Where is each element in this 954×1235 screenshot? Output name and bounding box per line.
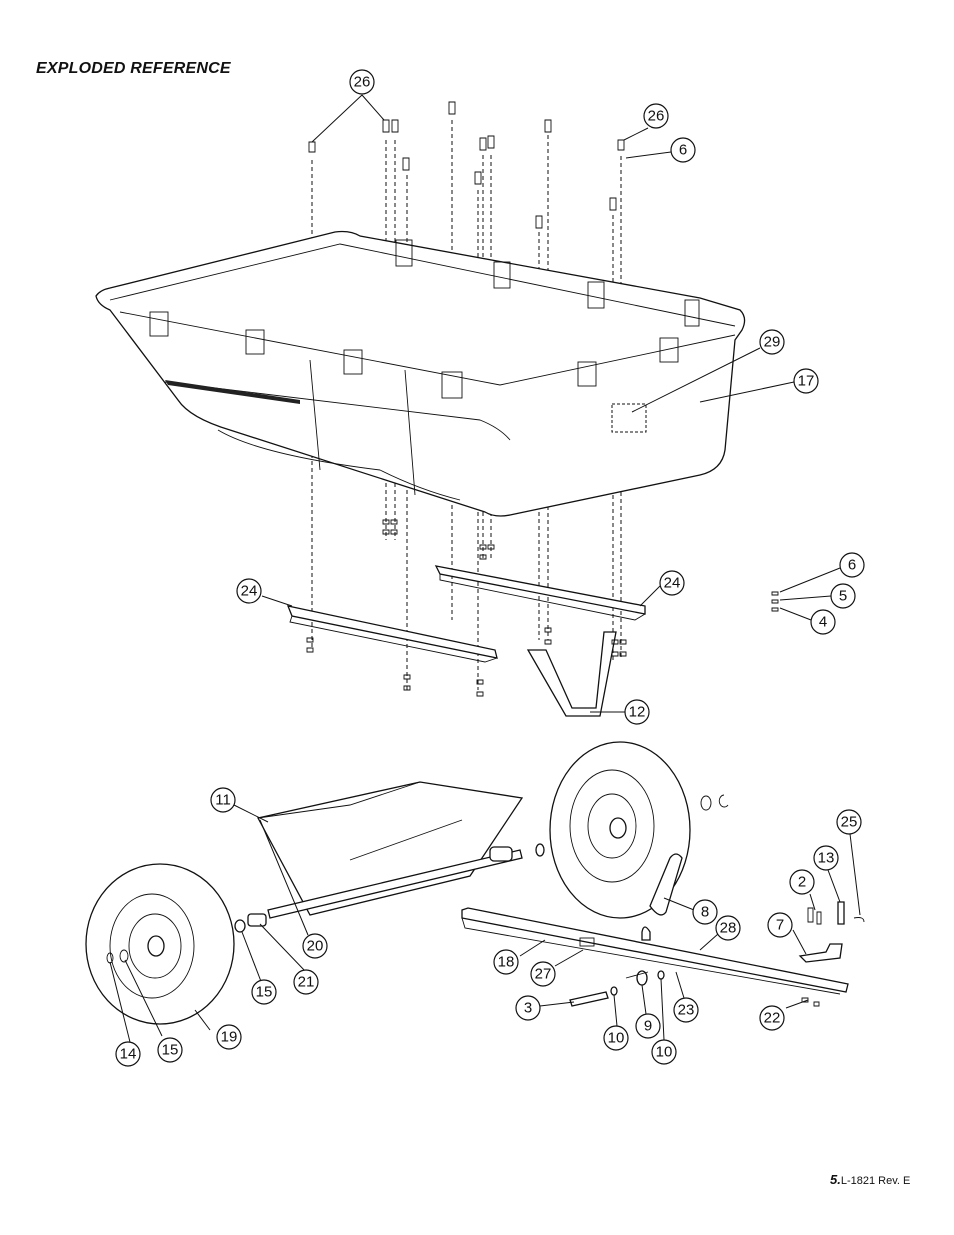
svg-text:19: 19 — [221, 1029, 238, 1046]
callout-20: 20 — [302, 933, 328, 959]
callout-5: 5 — [830, 583, 856, 609]
callouts: 26 26 6 29 17 6 5 4 24 24 12 11 25 13 2 … — [115, 69, 865, 1067]
page-title: EXPLODED REFERENCE — [36, 60, 231, 77]
hardware-stacks — [306, 519, 779, 697]
svg-text:10: 10 — [656, 1044, 673, 1061]
svg-text:26: 26 — [354, 74, 371, 91]
callout-4: 4 — [810, 609, 836, 635]
callout-12: 12 — [624, 699, 650, 725]
callout-10: 10 — [651, 1039, 677, 1065]
callout-24: 24 — [659, 570, 685, 596]
svg-text:15: 15 — [162, 1042, 179, 1059]
callout-21: 21 — [293, 969, 319, 995]
document-code: L-1821 Rev. E — [840, 1175, 911, 1187]
page-footer: 5.L-1821 Rev. E — [830, 1172, 910, 1187]
callout-2: 2 — [789, 869, 815, 895]
svg-text:24: 24 — [664, 575, 681, 592]
callout-6: 6 — [670, 137, 696, 163]
callout-15: 15 — [157, 1037, 183, 1063]
wheel-left — [85, 863, 235, 1025]
svg-text:3: 3 — [524, 1000, 532, 1017]
callout-7: 7 — [767, 912, 793, 938]
rail-part-24-right — [434, 565, 646, 621]
svg-text:6: 6 — [679, 142, 687, 159]
callout-9: 9 — [635, 1013, 661, 1039]
svg-text:12: 12 — [629, 704, 646, 721]
svg-text:27: 27 — [535, 966, 552, 983]
callout-3: 3 — [515, 995, 541, 1021]
svg-text:25: 25 — [841, 814, 858, 831]
callout-26: 26 — [643, 103, 669, 129]
callout-8: 8 — [692, 899, 718, 925]
svg-text:10: 10 — [608, 1030, 625, 1047]
svg-text:8: 8 — [701, 904, 709, 921]
svg-text:2: 2 — [798, 874, 806, 891]
callout-15: 15 — [251, 979, 277, 1005]
callout-26: 26 — [349, 69, 375, 95]
callout-18: 18 — [493, 949, 519, 975]
svg-text:17: 17 — [798, 373, 815, 390]
spacers — [234, 913, 267, 933]
callout-19: 19 — [216, 1024, 242, 1050]
callout-23: 23 — [673, 997, 699, 1023]
bolts-top — [308, 101, 625, 229]
svg-text:6: 6 — [848, 557, 856, 574]
svg-text:7: 7 — [776, 917, 784, 934]
callout-29: 29 — [759, 329, 785, 355]
callout-6: 6 — [839, 552, 865, 578]
callout-13: 13 — [813, 845, 839, 871]
callout-25: 25 — [836, 809, 862, 835]
callout-28: 28 — [715, 915, 741, 941]
axle-support-part-11 — [257, 781, 524, 916]
fasteners-part-22 — [801, 997, 820, 1007]
svg-text:21: 21 — [298, 974, 315, 991]
pins-part-2-13-25 — [807, 901, 865, 925]
wheel-right — [549, 741, 729, 919]
callout-22: 22 — [759, 1005, 785, 1031]
callout-11: 11 — [210, 787, 236, 813]
callout-17: 17 — [793, 368, 819, 394]
svg-text:11: 11 — [215, 792, 231, 809]
svg-text:5: 5 — [839, 588, 847, 605]
svg-text:20: 20 — [307, 938, 324, 955]
tub-part-17 — [95, 230, 746, 517]
svg-text:23: 23 — [678, 1002, 695, 1019]
svg-text:9: 9 — [644, 1018, 652, 1035]
svg-text:24: 24 — [241, 583, 258, 600]
hitch-part-7 — [798, 943, 843, 963]
page-number: 5. — [830, 1172, 841, 1187]
callout-27: 27 — [530, 961, 556, 987]
svg-text:29: 29 — [764, 334, 781, 351]
callout-14: 14 — [115, 1041, 141, 1067]
tow-handle-part-18 — [461, 907, 849, 995]
svg-text:15: 15 — [256, 984, 273, 1001]
axle-part-20 — [267, 843, 545, 919]
plate-part-8 — [649, 853, 683, 916]
svg-text:14: 14 — [120, 1046, 137, 1063]
svg-text:26: 26 — [648, 108, 665, 125]
rail-part-24-left — [286, 605, 498, 663]
bracket-part-12 — [526, 631, 617, 717]
spring-part-3 — [569, 970, 665, 1007]
svg-text:18: 18 — [498, 954, 515, 971]
svg-text:4: 4 — [819, 614, 827, 631]
callout-10: 10 — [603, 1025, 629, 1051]
svg-text:28: 28 — [720, 920, 737, 937]
callout-24: 24 — [236, 578, 262, 604]
svg-text:13: 13 — [818, 850, 835, 867]
leader-lines — [109, 94, 861, 1043]
svg-text:22: 22 — [764, 1010, 781, 1027]
